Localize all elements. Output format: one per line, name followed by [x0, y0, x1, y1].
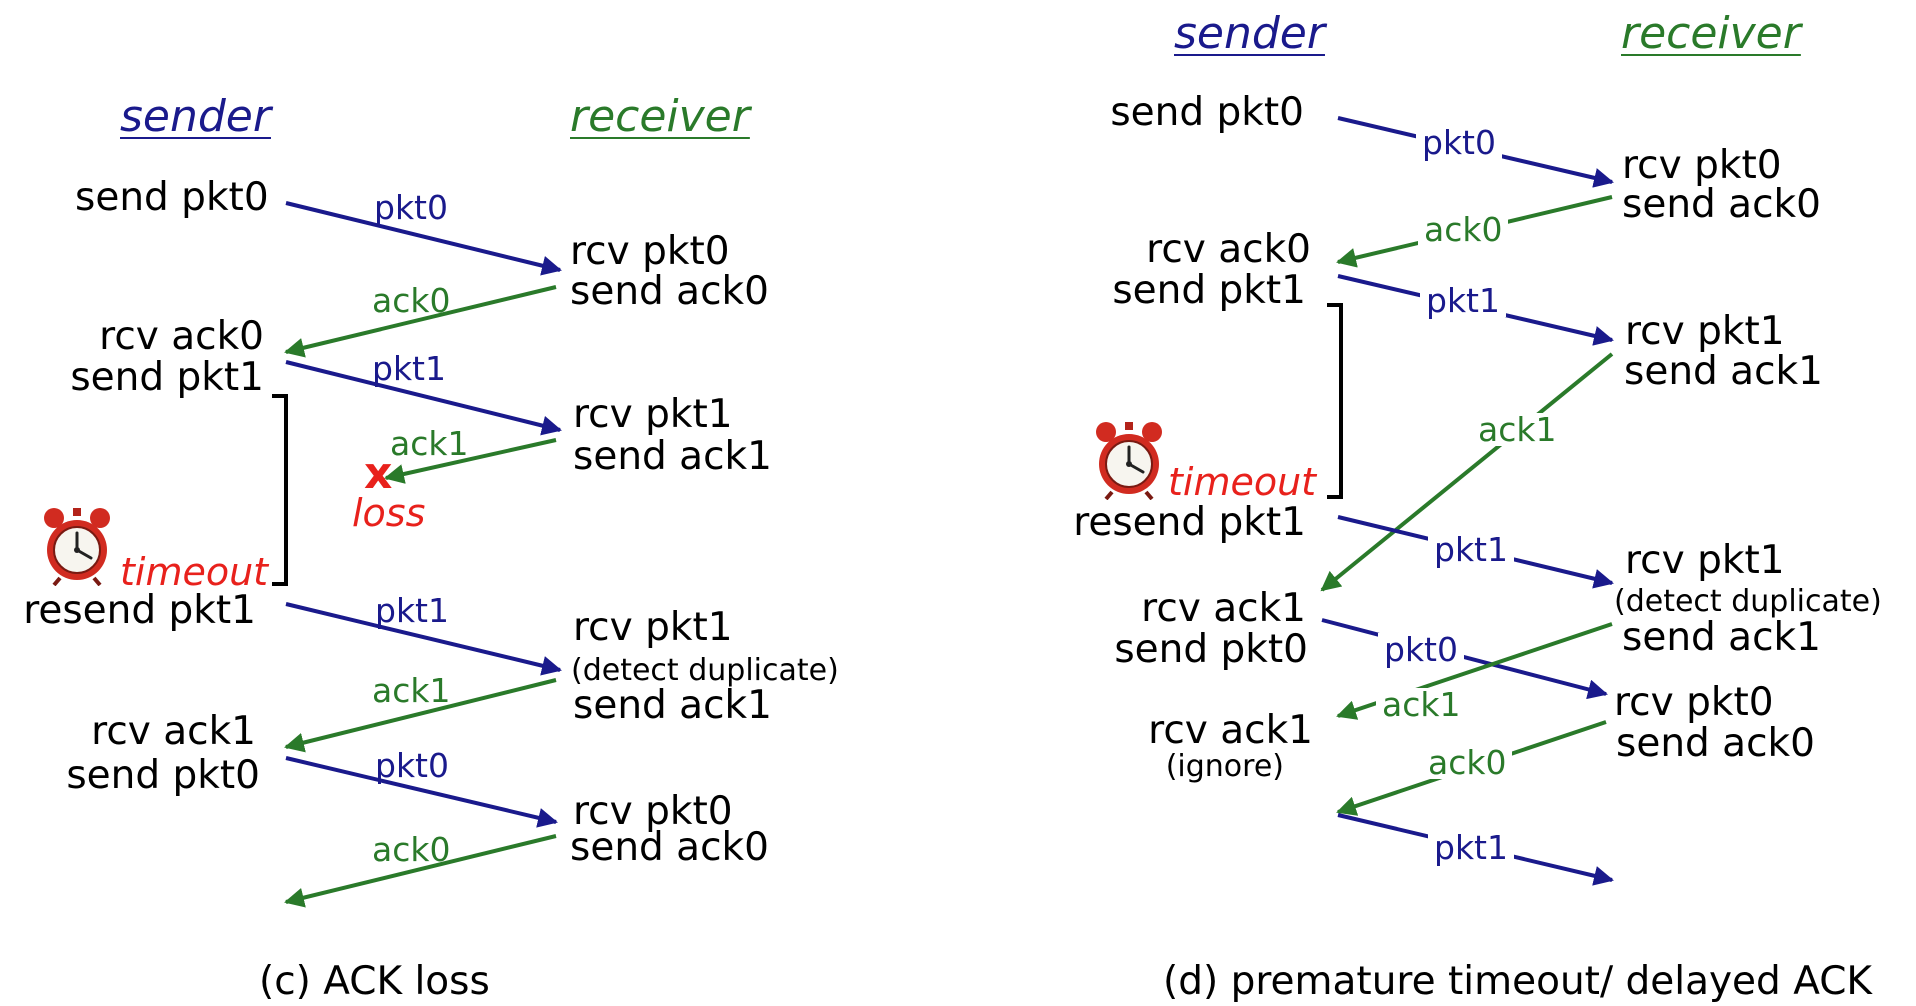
d-caption: (d) premature timeout/ delayed ACK [1163, 959, 1873, 1004]
alarm-clock-icon [44, 508, 110, 586]
d-sender-event: (ignore) [1165, 749, 1284, 784]
d-message-label: pkt0 [1378, 633, 1464, 666]
c-message-label: ack1 [372, 671, 451, 710]
c-receiver-event: rcv pkt1 [573, 392, 733, 437]
c-receiver-event: send ack1 [573, 434, 772, 479]
d-sender-event: send pkt0 [1114, 627, 1308, 672]
d-timer-bracket [1327, 303, 1343, 499]
c-message-label: pkt1 [375, 591, 449, 630]
d-sender-event: rcv ack1 [1148, 708, 1313, 753]
d-timeout-label: timeout [1168, 460, 1317, 504]
d-sender-header: sender [1174, 8, 1325, 59]
c-arrow-pkt0-2 [285, 756, 558, 828]
d-receiver-event: send ack1 [1622, 615, 1821, 660]
c-sender-header: sender [120, 91, 271, 142]
c-message-label: pkt1 [372, 349, 446, 388]
c-receiver-event: send ack1 [573, 683, 772, 728]
c-arrow-ack1-2 [284, 678, 557, 753]
c-message-label: pkt0 [374, 188, 448, 227]
d-receiver-event: rcv pkt0 [1622, 143, 1782, 188]
c-receiver-event: send ack0 [570, 269, 769, 314]
c-message-label: ack0 [372, 281, 451, 320]
d-message-label: ack1 [1376, 688, 1467, 721]
d-receiver-event: rcv pkt0 [1614, 680, 1774, 725]
d-receiver-event: send ack1 [1624, 349, 1823, 394]
c-sender-event: send pkt1 [70, 355, 264, 400]
d-message-label: ack0 [1418, 213, 1509, 246]
d-sender-event: send pkt1 [1112, 268, 1306, 313]
c-receiver-event: (detect duplicate) [571, 653, 839, 688]
c-timeout-label: timeout [120, 550, 269, 594]
c-sender-event: send pkt0 [75, 175, 269, 220]
c-receiver-event: send ack0 [570, 825, 769, 870]
d-message-label: pkt0 [1416, 126, 1502, 159]
d-receiver-event: rcv pkt1 [1625, 309, 1785, 354]
d-receiver-event: send ack0 [1622, 182, 1821, 227]
c-receiver-event: rcv pkt0 [573, 789, 733, 834]
d-receiver-event: rcv pkt1 [1625, 538, 1785, 583]
c-sender-event: rcv ack1 [91, 709, 256, 754]
d-message-label: ack0 [1422, 746, 1513, 779]
d-sender-event: send pkt0 [1110, 90, 1304, 135]
d-receiver-event: send ack0 [1616, 721, 1815, 766]
c-sender-event: rcv ack0 [99, 314, 264, 359]
d-sender-event: resend pkt1 [1073, 500, 1306, 545]
d-message-label: pkt1 [1420, 284, 1506, 317]
c-arrow-ack1-lost [384, 438, 557, 484]
c-loss-mark: x [364, 448, 393, 499]
d-arrow-pkt0-2 [1321, 618, 1608, 700]
d-message-label: pkt1 [1428, 533, 1514, 566]
d-message-label: pkt1 [1428, 831, 1514, 864]
c-sender-event: send pkt0 [66, 753, 260, 798]
c-message-label: ack0 [372, 830, 451, 869]
c-loss-label: loss [352, 491, 426, 535]
c-arrow-pkt1-2 [285, 602, 562, 676]
c-arrow-ack0-1 [284, 285, 557, 358]
c-arrow-pkt0-1 [285, 201, 562, 276]
c-message-label: pkt0 [375, 746, 449, 785]
d-message-label: ack1 [1472, 413, 1563, 446]
c-arrow-ack0-2 [284, 834, 557, 908]
d-receiver-event: (detect duplicate) [1614, 584, 1882, 619]
c-sender-event: resend pkt1 [23, 588, 256, 633]
d-sender-event: rcv ack1 [1141, 586, 1306, 631]
c-timer-bracket [272, 394, 288, 586]
alarm-clock-icon [1096, 422, 1162, 500]
d-receiver-header: receiver [1621, 8, 1801, 59]
c-receiver-header: receiver [570, 91, 750, 142]
c-message-label: ack1 [390, 424, 469, 463]
c-arrow-pkt1-1 [285, 360, 562, 436]
c-receiver-event: rcv pkt0 [570, 229, 730, 274]
d-sender-event: rcv ack0 [1146, 227, 1311, 272]
c-receiver-event: rcv pkt1 [573, 605, 733, 650]
d-arrow-ack1-delayed [1320, 352, 1614, 592]
c-caption: (c) ACK loss [259, 959, 490, 1004]
